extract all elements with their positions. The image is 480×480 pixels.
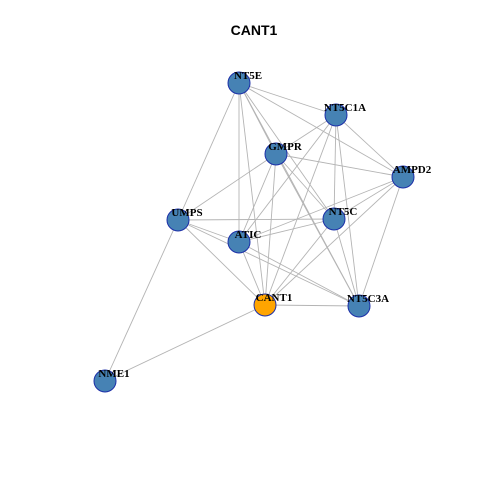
edge-cant1-nt5c3a	[264, 304, 360, 307]
edge-nt5e-nt5c1a	[238, 82, 337, 116]
node-label-nt5c1a: NT5C1A	[324, 102, 366, 114]
edge-ampd2-cant1	[264, 176, 404, 306]
edge-nt5c-nt5c3a	[333, 218, 360, 307]
edge-nt5c-atic	[238, 218, 335, 243]
edge-nt5c1a-cant1	[264, 114, 337, 306]
edge-nt5e-cant1	[238, 82, 266, 306]
node-nt5c3a	[347, 294, 371, 318]
node-label-cant1: CANT1	[256, 292, 293, 304]
edge-nt5e-umps	[177, 82, 240, 221]
edge-nt5e-ampd2	[238, 82, 404, 178]
edge-gmpr-nt5c3a	[275, 153, 360, 307]
edge-nt5c1a-nt5c	[333, 114, 337, 220]
node-nt5c1a	[324, 103, 348, 127]
edge-gmpr-ampd2	[275, 153, 404, 178]
edge-atic-nt5c3a	[238, 241, 360, 307]
node-cant1	[253, 293, 277, 317]
node-nt5c	[322, 207, 346, 231]
edge-nt5c1a-atic	[238, 114, 337, 243]
edge-ampd2-nt5c3a	[358, 176, 404, 307]
node-gmpr	[264, 142, 288, 166]
edge-cant1-nme1	[104, 304, 266, 382]
edge-umps-nt5c	[177, 218, 335, 221]
edge-gmpr-umps	[177, 153, 277, 221]
node-label-gmpr: GMPR	[268, 141, 303, 153]
edge-nt5c-cant1	[264, 218, 335, 306]
node-ampd2	[391, 165, 415, 189]
node-label-ampd2: AMPD2	[393, 164, 432, 176]
node-layer	[93, 71, 415, 393]
edge-ampd2-atic	[238, 176, 404, 243]
node-nme1	[93, 369, 117, 393]
diagram-title: CANT1	[231, 22, 278, 38]
edge-ampd2-nt5c	[333, 176, 404, 220]
node-label-nt5e: NT5E	[234, 70, 262, 82]
edge-nt5c1a-gmpr	[275, 114, 337, 155]
edge-nt5c1a-ampd2	[335, 114, 404, 178]
node-nt5e	[227, 71, 251, 95]
node-atic	[227, 230, 251, 254]
edge-umps-cant1	[177, 219, 266, 306]
edge-gmpr-nt5c	[275, 153, 335, 220]
edge-gmpr-atic	[238, 153, 277, 243]
node-label-nme1: NME1	[98, 368, 129, 380]
node-label-nt5c3a: NT5C3A	[347, 293, 389, 305]
node-label-umps: UMPS	[171, 207, 202, 219]
node-label-nt5c: NT5C	[329, 206, 358, 218]
edge-umps-nme1	[104, 219, 179, 382]
edge-layer	[104, 82, 404, 382]
node-label-atic: ATIC	[235, 229, 262, 241]
node-umps	[166, 208, 190, 232]
edge-umps-nt5c3a	[177, 219, 360, 307]
